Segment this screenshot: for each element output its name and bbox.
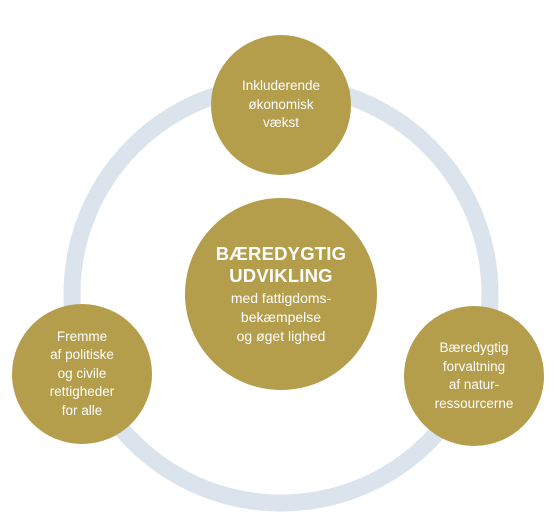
node-label-line: ressourcerne [434,395,514,411]
node-inclusive-economic-growth: Inkluderende økonomisk vækst [211,35,351,175]
center-title: BÆREDYGTIG UDVIKLING [216,243,346,287]
center-subtitle-line: med fattigdoms- [230,289,332,306]
node-label-line: for alle [61,402,103,418]
center-subtitle-line: og øget lighed [236,327,326,344]
node-label-line: Bæredygtig [439,340,509,355]
center-subtitle-line: bekæmpelse [240,308,322,325]
center-title-line: BÆREDYGTIG [215,242,347,264]
node-natural-resource-management: Bæredygtig forvaltning af natur- ressour… [404,306,544,446]
node-label-line: Fremme [56,328,108,344]
node-label-line: økonomisk [248,96,314,112]
node-label: Bæredygtig forvaltning af natur- ressour… [435,339,514,413]
center-node-sustainable-development: BÆREDYGTIG UDVIKLING med fattigdoms- bek… [185,198,377,390]
node-label: Fremme af politiske og civile rettighede… [50,328,115,421]
node-label-line: af politiske [50,347,114,363]
node-political-civil-rights: Fremme af politiske og civile rettighede… [12,304,152,444]
node-label: Inkluderende økonomisk vækst [242,77,320,133]
node-label-line: og civile [57,365,107,381]
node-label-line: rettigheder [49,384,115,400]
node-label-line: af natur- [448,377,500,392]
node-label-line: Inkluderende [241,78,321,94]
center-title-line: UDVIKLING [229,264,333,286]
node-label-line: vækst [262,115,299,131]
node-label-line: forvaltning [442,358,506,374]
center-subtitle: med fattigdoms- bekæmpelse og øget lighe… [231,289,331,346]
